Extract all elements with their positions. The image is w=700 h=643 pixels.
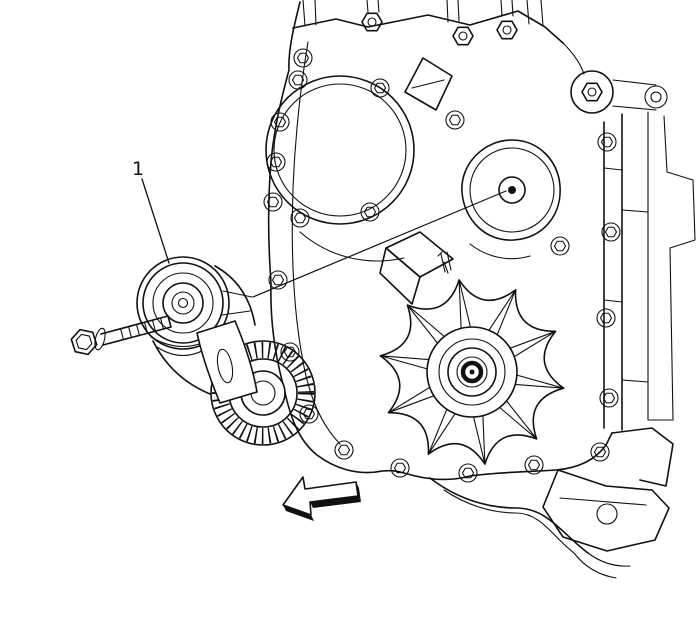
engine-front-cover xyxy=(265,0,696,579)
bolt-washer xyxy=(94,327,106,351)
bolt-hex-head xyxy=(70,328,98,356)
radial-fins xyxy=(379,279,565,465)
cover-rib-line-2 xyxy=(469,243,531,260)
water-pump-surface xyxy=(265,75,415,225)
cover-rib-line xyxy=(299,231,405,262)
crank-hub-fins xyxy=(379,279,565,465)
cover-top-edge xyxy=(292,10,564,44)
cam-sensor xyxy=(379,231,454,305)
cover-outer-edge xyxy=(267,1,613,481)
callout-1: 1 xyxy=(132,158,170,264)
engine-block-right xyxy=(603,111,696,431)
alignment-leader-line xyxy=(252,190,507,298)
drive-belt-tensioner xyxy=(136,256,316,446)
top-right-boss xyxy=(570,70,668,114)
callout-1-label: 1 xyxy=(132,158,144,180)
direction-arrow-face xyxy=(282,476,359,516)
callout-1-leader xyxy=(141,178,170,264)
bolt-threads xyxy=(120,317,164,341)
tensioner-arm xyxy=(152,265,258,404)
oil-pan-edge xyxy=(429,477,631,579)
bolt-shaft xyxy=(100,315,172,346)
lower-right-bracket xyxy=(542,427,674,552)
arm-slot xyxy=(216,348,234,384)
cover-inner-contour xyxy=(291,41,341,445)
mounting-lug xyxy=(404,57,453,111)
direction-arrow-icon xyxy=(282,476,361,521)
tensioner-bolt xyxy=(70,315,172,356)
crank-seal-rings xyxy=(426,326,518,418)
top-studs xyxy=(302,0,544,46)
tensioner-mount-port xyxy=(461,139,561,241)
